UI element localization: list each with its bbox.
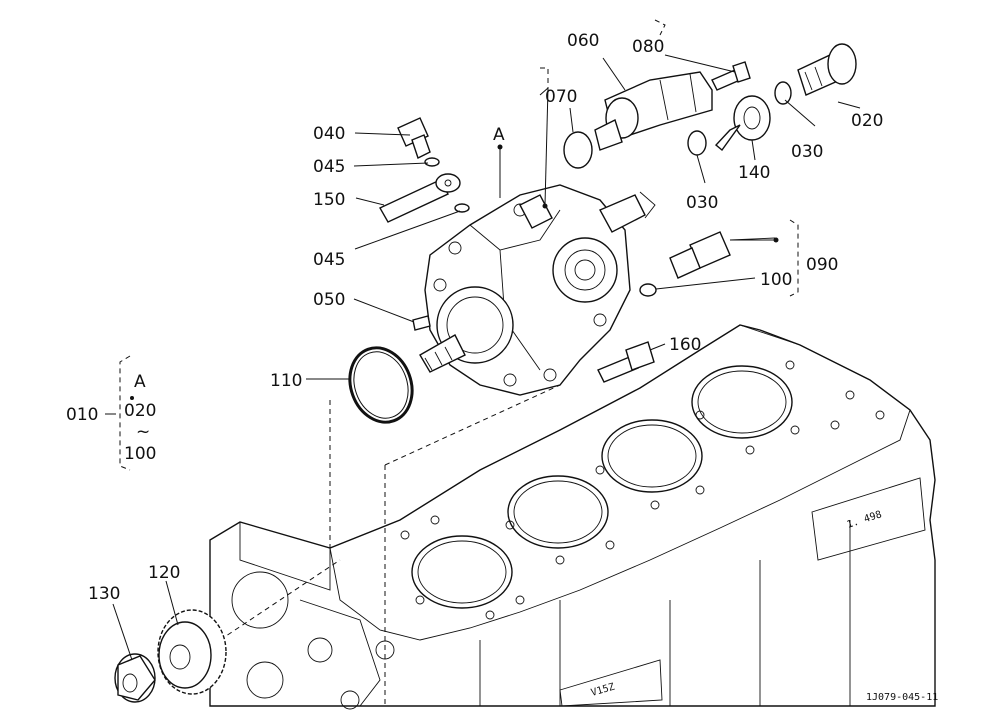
callout-045-top: 045 bbox=[313, 157, 345, 177]
part-060-valve bbox=[594, 71, 713, 151]
part-030-washer-bottom bbox=[687, 130, 707, 156]
callout-140: 140 bbox=[738, 163, 770, 183]
leader-lines bbox=[105, 19, 861, 661]
callout-030-top: 030 bbox=[791, 142, 823, 162]
group-label-tilde: ~ bbox=[136, 422, 150, 442]
part-045-washer-bottom bbox=[454, 203, 470, 213]
callout-070: 070 bbox=[545, 87, 577, 107]
callout-030-bottom: 030 bbox=[686, 193, 718, 213]
group-label-020: 020 bbox=[124, 401, 156, 421]
callout-130: 130 bbox=[88, 584, 120, 604]
callout-120: 120 bbox=[148, 563, 180, 583]
callout-045-bottom: 045 bbox=[313, 250, 345, 270]
part-150-union bbox=[379, 173, 461, 223]
part-130-nut bbox=[114, 653, 156, 703]
callout-090: 090 bbox=[806, 255, 838, 275]
injection-pump bbox=[419, 184, 656, 396]
callout-100: 100 bbox=[760, 270, 792, 290]
part-140-banjo bbox=[714, 95, 771, 152]
part-090-sensor bbox=[669, 231, 776, 279]
part-100-o-ring bbox=[639, 283, 657, 297]
part-160-bolt bbox=[597, 341, 655, 383]
part-110-o-ring bbox=[348, 346, 414, 424]
engine-block bbox=[209, 324, 936, 710]
callout-a-pump: A bbox=[493, 125, 505, 145]
callout-160: 160 bbox=[669, 335, 701, 355]
part-020-banjo-bolt bbox=[797, 43, 857, 96]
callout-050: 050 bbox=[313, 290, 345, 310]
part-040-bolt bbox=[397, 117, 431, 159]
group-label-a: A bbox=[134, 372, 146, 392]
callout-150: 150 bbox=[313, 190, 345, 210]
callout-020: 020 bbox=[851, 111, 883, 131]
callout-040: 040 bbox=[313, 124, 345, 144]
part-120-gear bbox=[157, 609, 227, 695]
part-070-o-ring bbox=[563, 131, 593, 169]
callout-080: 080 bbox=[632, 37, 664, 57]
group-label-100: 100 bbox=[124, 444, 156, 464]
part-050-key bbox=[412, 315, 431, 331]
callout-060: 060 bbox=[567, 31, 599, 51]
part-045-washer-top bbox=[424, 157, 440, 167]
part-030-washer-top bbox=[774, 81, 792, 105]
callout-110: 110 bbox=[270, 371, 302, 391]
callout-010: 010 bbox=[66, 405, 98, 425]
figure-code: 1J079-045-11 bbox=[866, 692, 938, 703]
part-080-screw bbox=[711, 61, 751, 91]
